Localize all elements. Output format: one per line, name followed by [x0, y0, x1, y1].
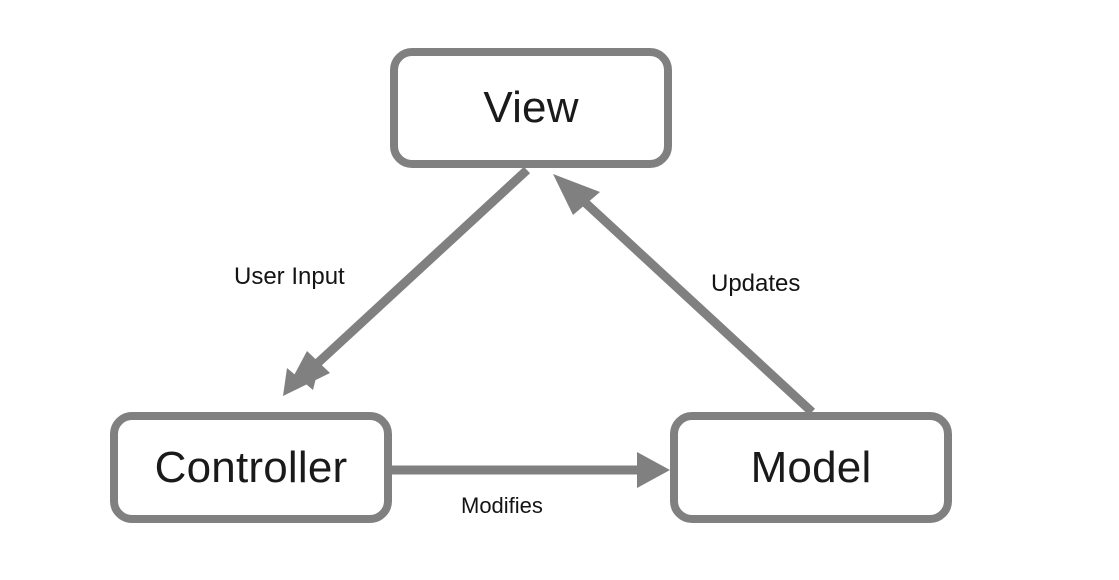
- edge-controller-to-model[interactable]: [392, 452, 670, 488]
- node-view[interactable]: [390, 48, 672, 168]
- node-controller[interactable]: [110, 412, 392, 523]
- edge-label-modifies: Modifies: [461, 493, 543, 518]
- edge-line-updates: [574, 192, 816, 416]
- node-shape-controller[interactable]: [110, 412, 392, 523]
- edge-label-updates: Updates: [711, 270, 801, 297]
- edge-label-user-input: User Input: [234, 263, 345, 290]
- arrowhead-updates: [553, 174, 600, 215]
- node-shape-model[interactable]: [670, 412, 952, 523]
- arrowhead-user-input-body: [283, 351, 330, 396]
- node-model[interactable]: [670, 412, 952, 523]
- arrowhead-modifies: [637, 452, 670, 488]
- node-shape-view[interactable]: [390, 48, 672, 168]
- edge-line-user-input: [304, 166, 531, 376]
- edge-model-to-view[interactable]: [553, 174, 816, 416]
- edge-view-to-controller[interactable]: [283, 166, 531, 396]
